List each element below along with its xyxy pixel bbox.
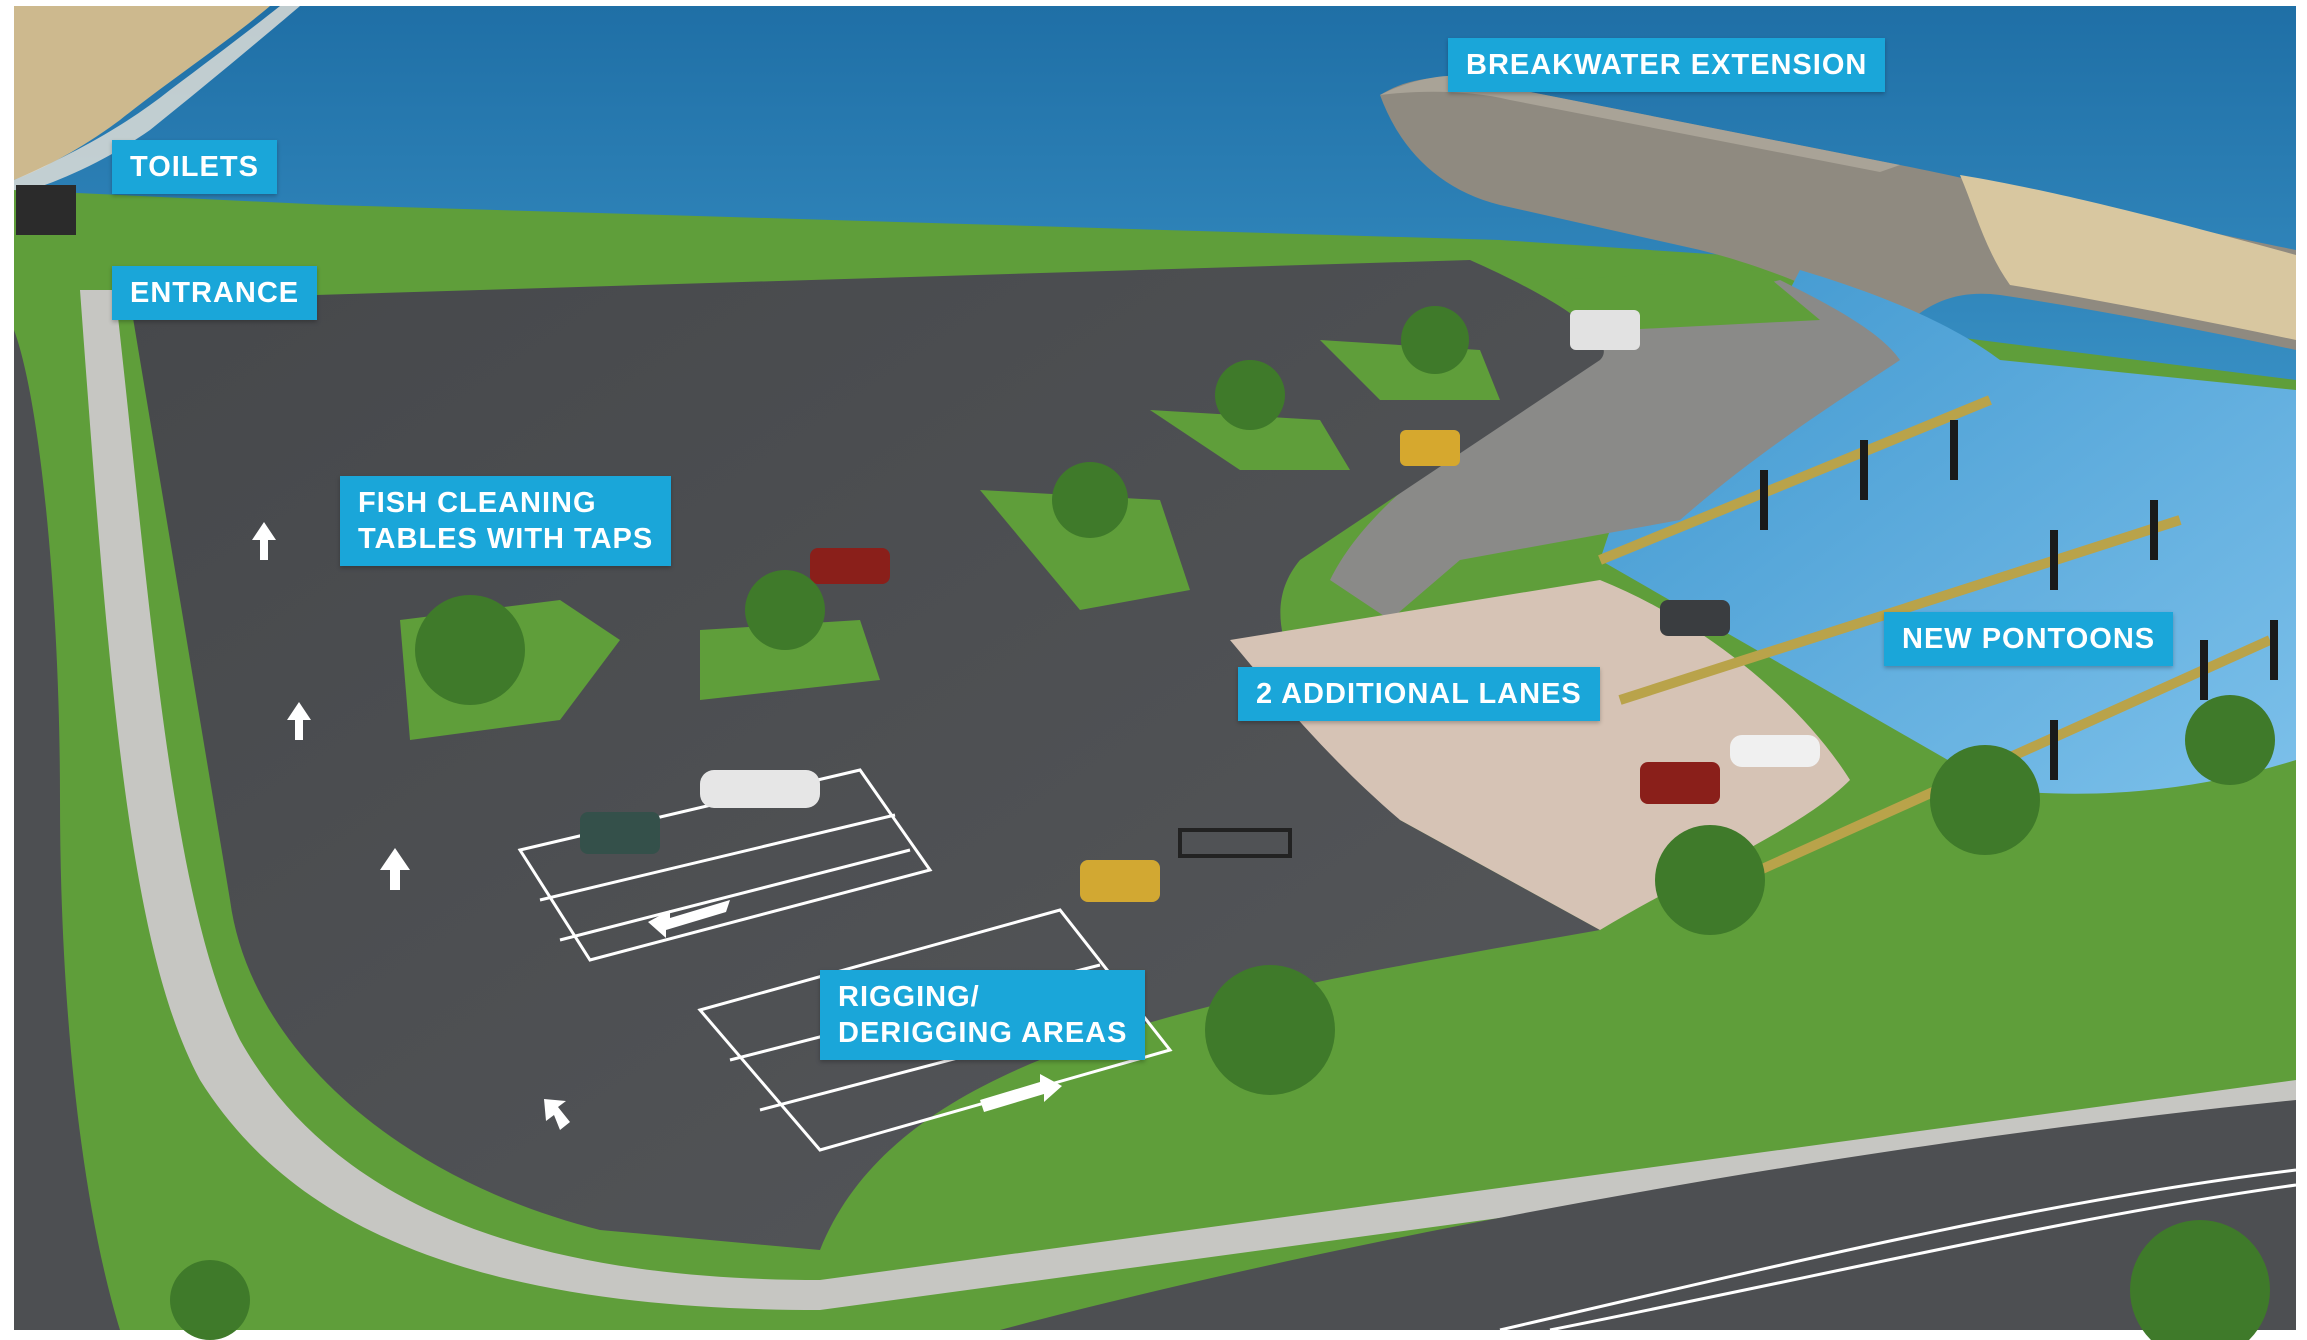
side-road — [14, 330, 120, 1330]
additional-lanes-label: 2 ADDITIONAL LANES — [1238, 667, 1600, 721]
yellow-car — [1080, 860, 1160, 902]
entrance-label: ENTRANCE — [112, 266, 318, 320]
trees — [170, 306, 2275, 1340]
rigging-areas-label: RIGGING/ DERIGGING AREAS — [820, 970, 1146, 1060]
vehicles — [580, 310, 1820, 902]
breakwater-extension-label: BREAKWATER EXTENSION — [1448, 38, 1886, 92]
motorhome — [1570, 310, 1640, 350]
grey-car — [1660, 600, 1730, 636]
pontoon-piles — [1760, 420, 2278, 780]
yellow-van — [1400, 430, 1460, 466]
red-ute — [810, 548, 890, 584]
new-pontoons-label: NEW PONTOONS — [1884, 612, 2174, 666]
boat-on-trailer — [700, 770, 820, 808]
toilets-building — [16, 185, 76, 235]
red-car — [1640, 762, 1720, 804]
toilets-label: TOILETS — [112, 140, 277, 194]
fish-cleaning-label: FISH CLEANING TABLES WITH TAPS — [340, 476, 672, 566]
empty-trailer — [1178, 828, 1292, 858]
main-road — [1000, 1100, 2296, 1330]
lane-arrows — [252, 522, 1062, 1130]
beach — [14, 6, 270, 180]
ramp-boat — [1730, 735, 1820, 767]
rock-revetment — [1330, 280, 1900, 620]
car-with-trailer — [580, 812, 660, 854]
